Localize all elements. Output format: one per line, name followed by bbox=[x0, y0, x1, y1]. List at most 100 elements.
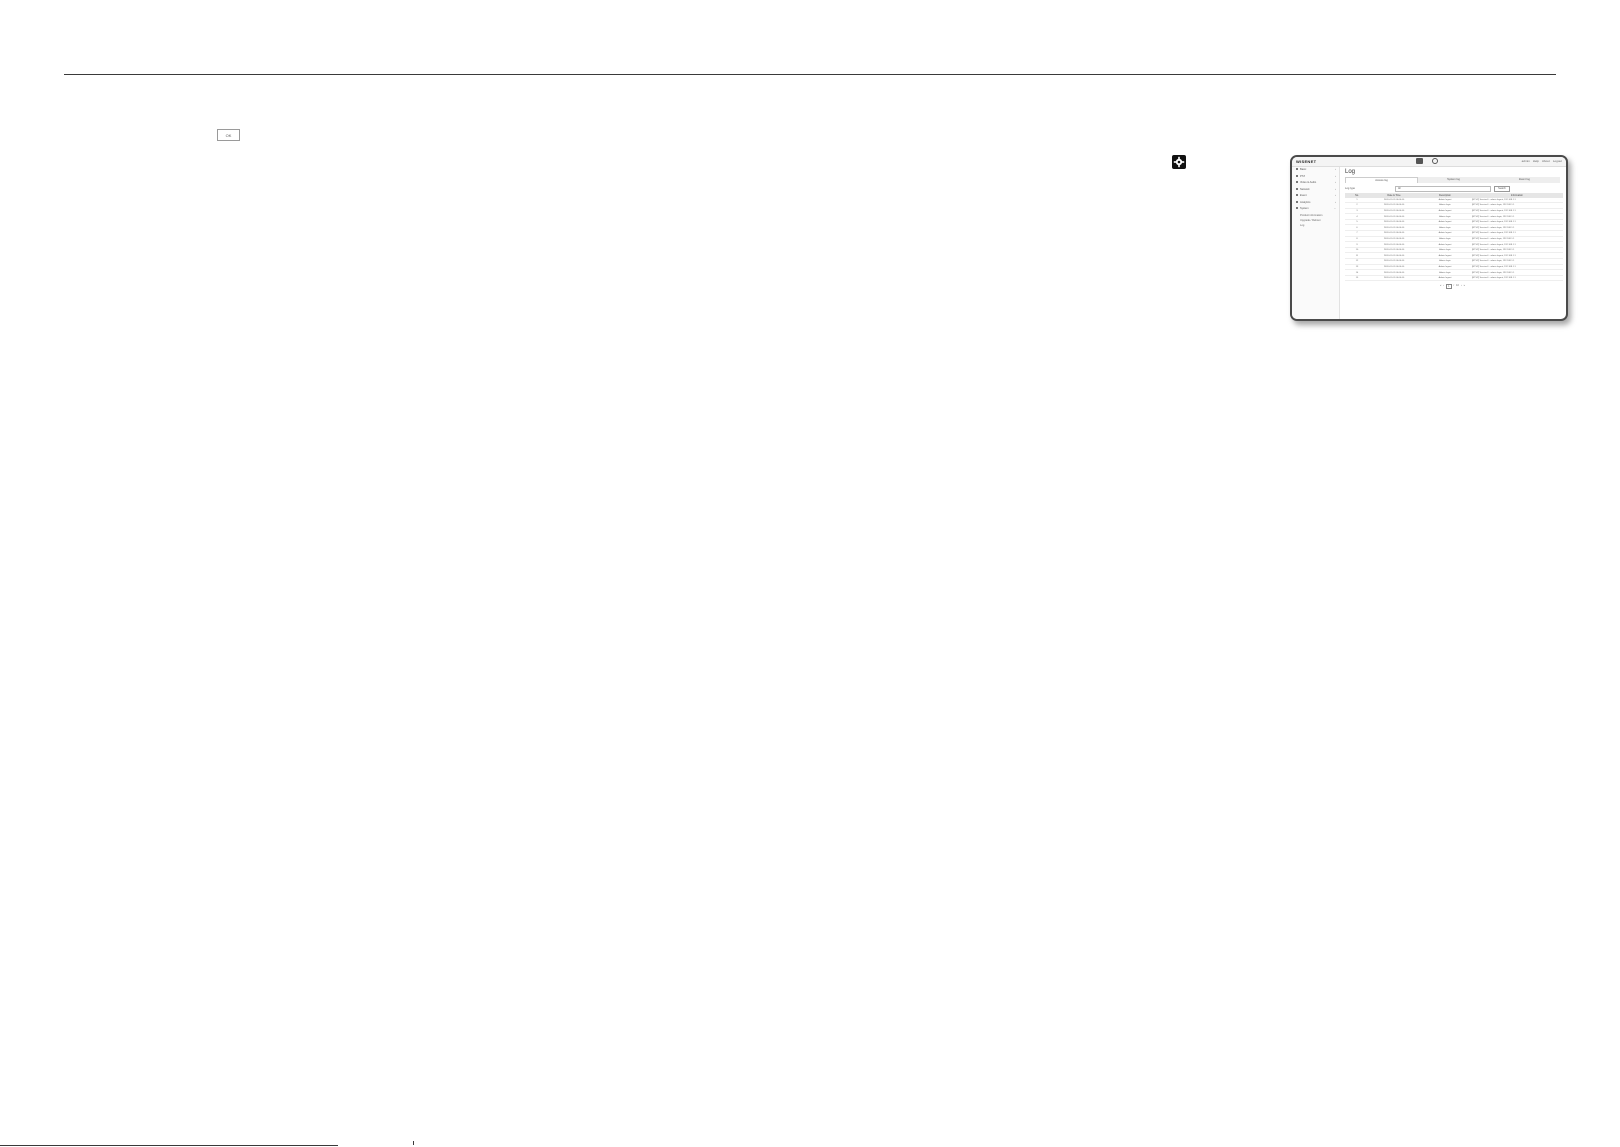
cell-description: Admin logout bbox=[1419, 219, 1471, 226]
sidebar-subitem-product-info[interactable]: Product information bbox=[1300, 213, 1323, 217]
log-filter: Log type All Search bbox=[1345, 185, 1560, 192]
search-button[interactable]: Search bbox=[1493, 185, 1510, 192]
cell-description: Admin logout bbox=[1419, 241, 1471, 248]
top-right-links: admin Help About Logout bbox=[1522, 159, 1562, 163]
cell-information: [RTSP] Session1 : admin login, 192.168.1… bbox=[1471, 258, 1563, 265]
cell-date-time: 2020-01-01 00:00:00 bbox=[1369, 252, 1419, 259]
basic-icon bbox=[1296, 168, 1298, 170]
network-icon bbox=[1296, 187, 1298, 190]
cell-information: [RTSP] Session1 : admin logout, 192.168.… bbox=[1471, 230, 1563, 237]
video-icon bbox=[1296, 181, 1298, 183]
cell-no: 8 bbox=[1345, 236, 1369, 243]
cell-date-time: 2020-01-01 00:00:00 bbox=[1369, 247, 1419, 254]
cell-date-time: 2020-01-01 00:00:00 bbox=[1369, 213, 1419, 220]
cell-no: 7 bbox=[1345, 230, 1369, 237]
sidebar-subitem-upgrade-reboot[interactable]: Upgrade / Reboot bbox=[1300, 218, 1321, 222]
cell-information: [RTSP] Session1 : admin logout, 192.168.… bbox=[1471, 241, 1563, 248]
sidebar-item-system[interactable]: System⌄ bbox=[1292, 206, 1339, 213]
sidebar-item-network[interactable]: Network› bbox=[1292, 187, 1339, 194]
cell-date-time: 2020-01-01 00:00:00 bbox=[1369, 208, 1419, 215]
cell-description: Admin logout bbox=[1419, 208, 1471, 215]
setup-icon[interactable] bbox=[1432, 158, 1438, 164]
ptz-icon bbox=[1296, 174, 1298, 177]
ok-button[interactable]: OK bbox=[217, 129, 240, 141]
cell-date-time: 2020-01-01 00:00:00 bbox=[1369, 197, 1419, 204]
tab-event-log[interactable]: Event log bbox=[1489, 177, 1560, 183]
header-date-time: Date & Time bbox=[1369, 193, 1419, 198]
cell-information: [RTSP] Session1 : admin login, 192.168.1… bbox=[1471, 224, 1563, 232]
cell-no: 12 bbox=[1345, 258, 1369, 265]
log-tabs: Access log System log Event log bbox=[1345, 177, 1560, 183]
sidebar-item-ptz[interactable]: PTZ› bbox=[1292, 174, 1339, 181]
event-icon bbox=[1296, 194, 1298, 196]
cell-date-time: 2020-01-01 00:00:00 bbox=[1369, 236, 1419, 243]
sidebar-item-video-audio[interactable]: Video & Audio› bbox=[1292, 180, 1339, 187]
sidebar-item-analytics[interactable]: Analytics› bbox=[1292, 200, 1339, 207]
cell-description: Admin logout bbox=[1419, 197, 1471, 204]
cell-description: Admin login bbox=[1419, 213, 1471, 220]
cell-description: Admin logout bbox=[1419, 230, 1471, 237]
cell-information: [RTSP] Session1 : admin logout, 192.168.… bbox=[1471, 197, 1563, 204]
sidebar-item-event[interactable]: Event› bbox=[1292, 193, 1339, 200]
cell-date-time: 2020-01-01 00:00:00 bbox=[1369, 269, 1419, 276]
user-label: admin bbox=[1521, 159, 1530, 163]
first-page-button[interactable]: « bbox=[1440, 284, 1442, 288]
cell-information: [RTSP] Session1 : admin login, 192.168.1… bbox=[1471, 247, 1563, 254]
tab-system-log[interactable]: System log bbox=[1418, 177, 1489, 183]
total-pages: 10 bbox=[1456, 284, 1459, 288]
page-separator: / bbox=[1453, 284, 1455, 288]
cell-no: 5 bbox=[1345, 219, 1369, 226]
current-page[interactable]: 1 bbox=[1446, 284, 1452, 290]
sidebar-item-basic[interactable]: Basic› bbox=[1292, 167, 1339, 174]
cell-date-time: 2020-01-01 00:00:00 bbox=[1369, 264, 1419, 271]
cell-no: 14 bbox=[1345, 269, 1369, 276]
cell-date-time: 2020-01-01 00:00:00 bbox=[1369, 230, 1419, 237]
log-type-label: Log type bbox=[1345, 187, 1355, 190]
cell-no: 11 bbox=[1345, 252, 1369, 259]
cell-description: Admin login bbox=[1419, 269, 1471, 276]
sidebar: Basic› PTZ› Video & Audio› Network› Even… bbox=[1292, 167, 1340, 319]
log-type-select[interactable]: All bbox=[1394, 185, 1491, 192]
cell-no: 1 bbox=[1345, 197, 1369, 204]
footer-rule bbox=[0, 1145, 338, 1146]
header-no: No. bbox=[1345, 193, 1369, 198]
footer-mark bbox=[413, 1141, 414, 1145]
cell-date-time: 2020-01-01 00:00:00 bbox=[1369, 224, 1419, 232]
cell-description: Admin login bbox=[1419, 224, 1471, 232]
cell-information: [RTSP] Session1 : admin logout, 192.168.… bbox=[1471, 275, 1563, 282]
cell-information: [RTSP] Session1 : admin login, 192.168.1… bbox=[1471, 269, 1563, 276]
cell-information: [RTSP] Session1 : admin login, 192.168.1… bbox=[1471, 236, 1563, 243]
next-page-button[interactable]: › bbox=[1460, 284, 1462, 288]
cell-information: [RTSP] Session1 : admin logout, 192.168.… bbox=[1471, 219, 1563, 226]
cell-description: Admin logout bbox=[1419, 264, 1471, 271]
cell-description: Admin login bbox=[1419, 236, 1471, 243]
cell-description: Admin login bbox=[1419, 202, 1471, 209]
logout-link[interactable]: Logout bbox=[1552, 159, 1562, 163]
about-link[interactable]: About bbox=[1541, 159, 1550, 163]
analytics-icon bbox=[1296, 200, 1298, 203]
cell-date-time: 2020-01-01 00:00:00 bbox=[1369, 275, 1419, 282]
help-link[interactable]: Help bbox=[1532, 159, 1539, 163]
cell-information: [RTSP] Session1 : admin login, 192.168.1… bbox=[1471, 202, 1563, 209]
system-icon bbox=[1296, 207, 1298, 209]
sidebar-subitem-log[interactable]: Log bbox=[1300, 223, 1305, 227]
monitor-icon[interactable] bbox=[1416, 158, 1423, 164]
last-page-button[interactable]: » bbox=[1463, 284, 1465, 288]
tab-access-log[interactable]: Access log bbox=[1345, 177, 1418, 183]
prev-page-button[interactable]: ‹ bbox=[1443, 284, 1445, 288]
cell-no: 10 bbox=[1345, 247, 1369, 254]
cell-no: 4 bbox=[1345, 213, 1369, 220]
cell-description: Admin login bbox=[1419, 258, 1471, 265]
log-table: No. Date & Time Description Information … bbox=[1345, 193, 1563, 282]
cell-information: [RTSP] Session1 : admin logout, 192.168.… bbox=[1471, 252, 1563, 259]
